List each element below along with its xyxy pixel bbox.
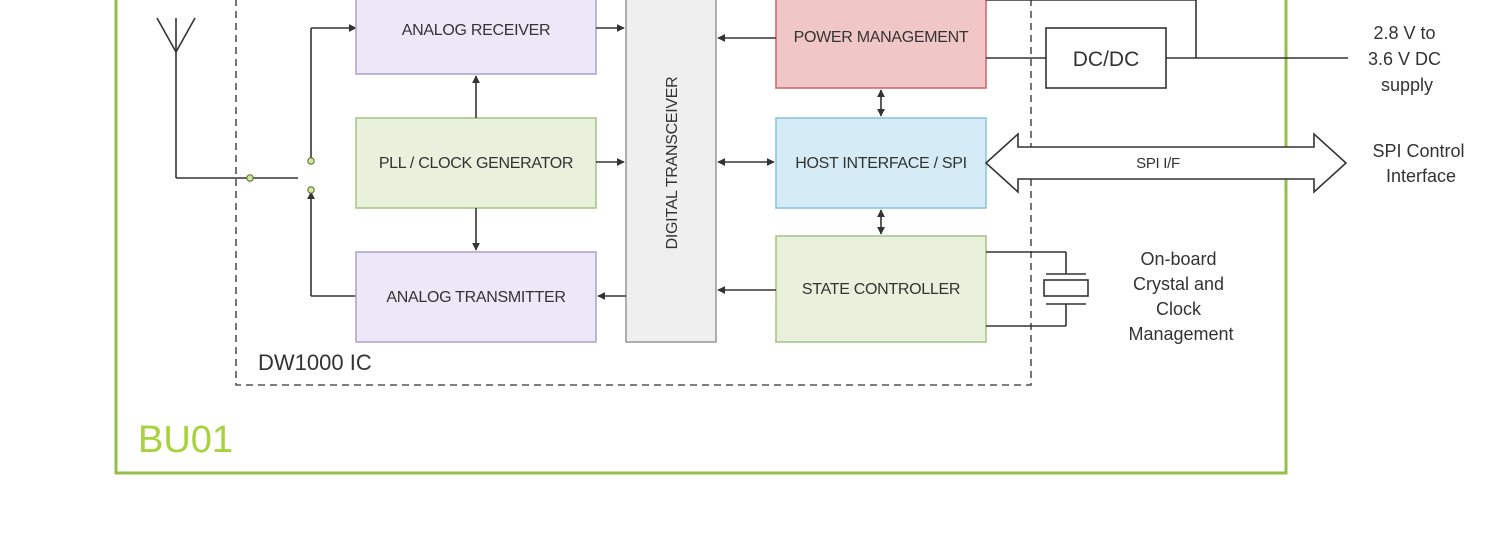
spi-control-label: SPI Control Interface (1372, 141, 1469, 186)
crystal-wiring (986, 251, 1067, 327)
crystal-line4: Management (1128, 324, 1233, 344)
power-management-block (775, 0, 987, 89)
crystal-line2: Crystal and (1133, 274, 1224, 294)
spi-control-line1: SPI Control (1372, 141, 1464, 161)
crystal-icon (1043, 273, 1089, 305)
state-controller-block (775, 235, 987, 343)
supply-label: 2.8 V to 3.6 V DC supply (1368, 23, 1446, 95)
digital-transceiver-block (625, 0, 717, 343)
dcdc-label: DC/DC (1073, 48, 1140, 71)
state-controller-label: STATE CONTROLLER (802, 281, 960, 298)
antenna-junction-dot (246, 174, 254, 182)
supply-label-line1: 2.8 V to (1373, 23, 1435, 43)
module-border (114, 0, 1288, 475)
crystal-line1: On-board (1140, 249, 1216, 269)
ic-name-label: DW1000 IC (258, 350, 372, 375)
pll-clock-generator-label: PLL / CLOCK GENERATOR (379, 155, 573, 172)
analog-transmitter-label: ANALOG TRANSMITTER (386, 289, 565, 306)
spi-bus-arrow (984, 132, 1348, 194)
host-interface-label: HOST INTERFACE / SPI (795, 155, 967, 172)
switch-contact-top (307, 157, 315, 165)
spi-control-line2: Interface (1386, 166, 1456, 186)
digital-transceiver-label: DIGITAL TRANSCEIVER (664, 77, 681, 250)
analog-transmitter-block (355, 251, 597, 343)
ic-boundary (235, 0, 1032, 386)
supply-wiring (986, 0, 1348, 59)
signal-arrows (472, 24, 885, 300)
module-name-label: BU01 (138, 419, 233, 461)
supply-label-line3: supply (1381, 75, 1433, 95)
crystal-line3: Clock (1156, 299, 1202, 319)
switch-contact-bottom (307, 186, 315, 194)
pll-clock-generator-block (355, 117, 597, 209)
supply-label-line2: 3.6 V DC (1368, 49, 1441, 69)
spi-bus-label: SPI I/F (1136, 155, 1180, 172)
analog-receiver-label: ANALOG RECEIVER (402, 22, 550, 39)
crystal-label: On-board Crystal and Clock Management (1128, 249, 1233, 344)
dcdc-block (1045, 27, 1167, 89)
antenna-icon (156, 17, 298, 179)
rf-switch (307, 24, 357, 297)
analog-receiver-block (355, 0, 597, 75)
host-interface-block (775, 117, 987, 209)
power-management-label: POWER MANAGEMENT (794, 29, 969, 46)
